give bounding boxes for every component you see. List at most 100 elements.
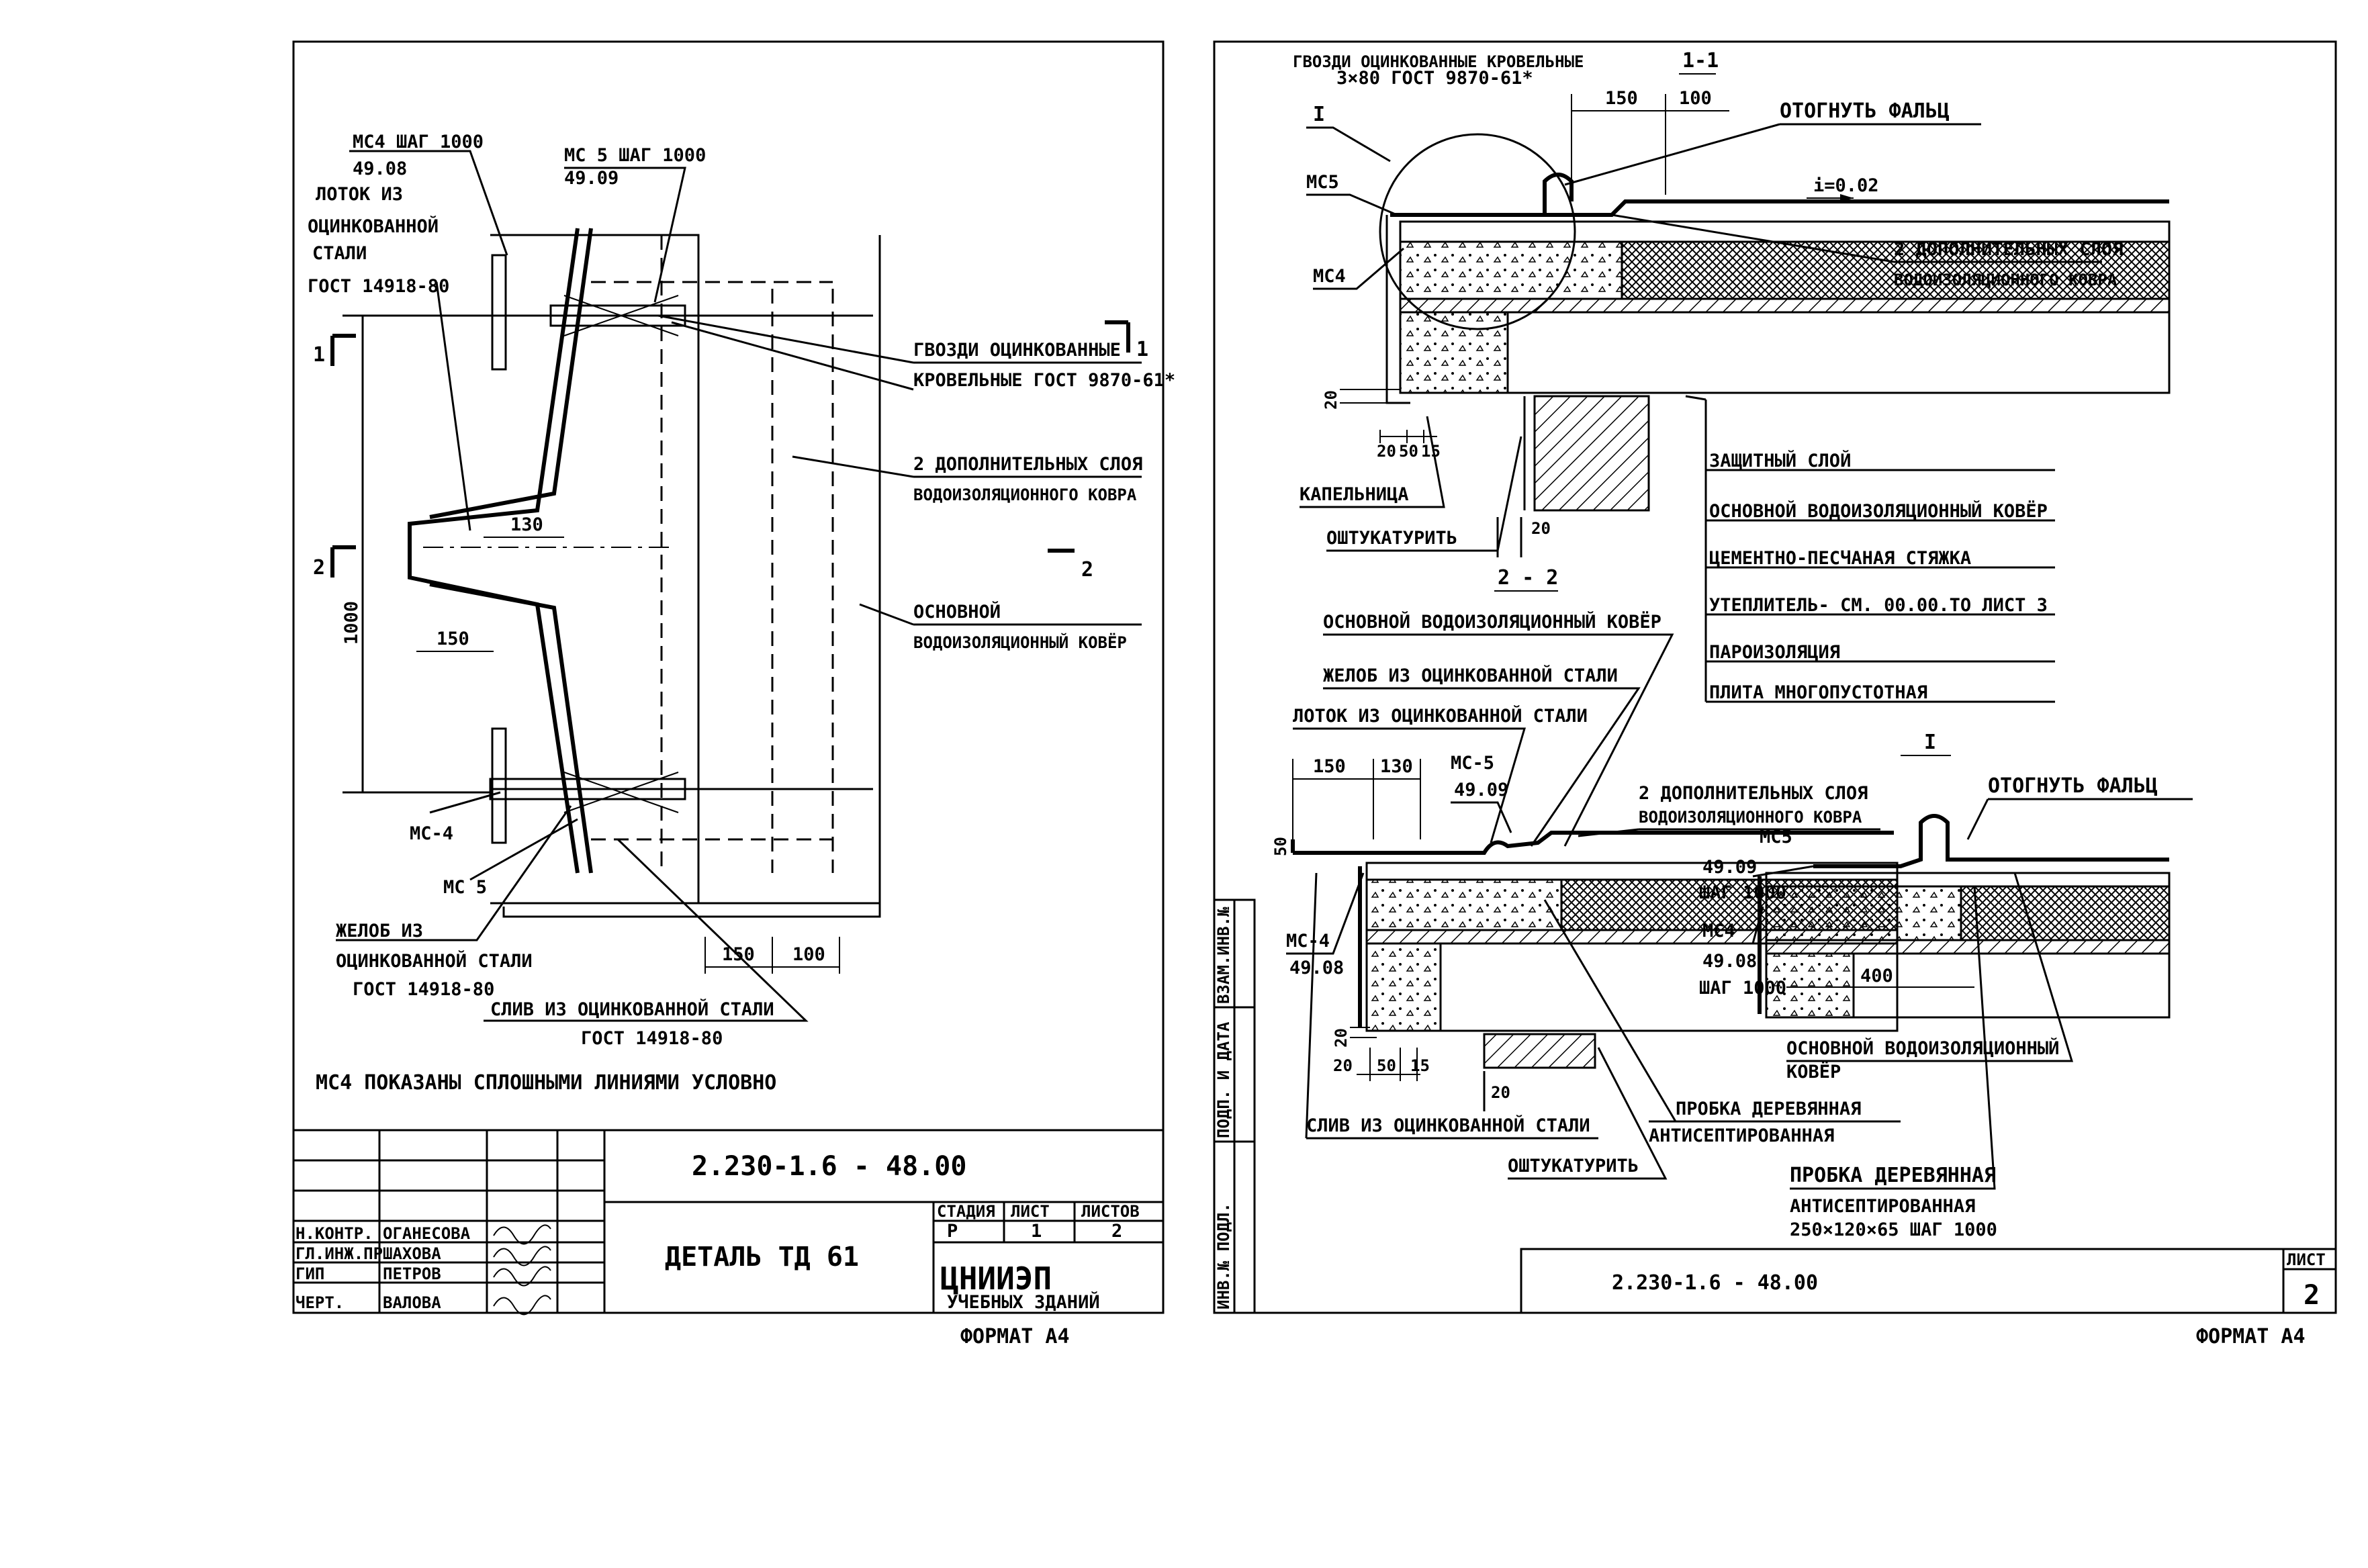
detail-I-plug-3: 250×120×65 ШАГ 1000 [1790,1219,1997,1240]
tray-label-2: ОЦИНКОВАННОЙ [308,216,439,237]
section-markers-1: 1 1 2 2 [313,320,1148,582]
dim-150: 150 [437,629,469,649]
tb1-code: 2.230-1.6 - 48.00 [692,1151,966,1182]
sheet-2: ИНВ.№ ПОДЛ. ПОДП. И ДАТА ВЗАМ.ИНВ.№ ГВОЗ… [1213,40,2337,1348]
callout-I-label: I [1313,103,1325,126]
detail-I-title: I [1924,731,1936,754]
tb1-name-4: ВАЛОВА [383,1293,441,1312]
s2-plug-label-2: АНТИСЕПТИРОВАННАЯ [1649,1125,1834,1146]
layer-4: УТЕПЛИТЕЛЬ- СМ. 00.00.ТО ЛИСТ 3 [1709,595,2048,616]
detail-I-main-2: КОВЁР [1786,1061,1841,1082]
plan-dimensions: 130 150 1000 150 100 [341,514,840,974]
ms5-step-label: МС 5 ШАГ 1000 [564,145,706,166]
section-2-right: 2 [1081,558,1093,582]
s2-dim-15: 15 [1410,1056,1430,1075]
ms4-step-label: МС4 ШАГ 1000 [353,132,484,152]
dim-1000: 1000 [341,601,362,645]
dim-1-1-150: 150 [1605,88,1638,109]
section-1-1: ГВОЗДИ ОЦИНКОВАННЫЕ КРОВЕЛЬНЫЕ 3×80 ГОСТ… [1293,49,2171,557]
detail-I-plug-2: АНТИСЕПТИРОВАННАЯ [1790,1196,1975,1217]
side-stamp-2: ПОДП. И ДАТА [1214,1021,1233,1138]
s2-plug-label-1: ПРОБКА ДЕРЕВЯННАЯ [1676,1099,1861,1119]
detail-I-fold: ОТОГНУТЬ ФАЛЬЦ [1988,774,2158,798]
tb1-name-2: ШАХОВА [383,1244,441,1263]
nails-1-1-label-1: ГВОЗДИ ОЦИНКОВАННЫЕ КРОВЕЛЬНЫЕ [1293,52,1584,71]
nails-label-2: КРОВЕЛЬНЫЕ ГОСТ 9870-61* [913,370,1175,391]
tb1-sheet-h: ЛИСТ [1011,1202,1050,1221]
extra-1-1-label-2: ВОДОИЗОЛЯЦИОННОГО КОВРА [1894,271,2117,289]
dim-1-1-15: 15 [1421,442,1441,461]
s2-dim-20: 20 [1332,1028,1351,1048]
dim-100b: 100 [792,944,825,965]
layer-list: ЗАЩИТНЫЙ СЛОЙ ОСНОВНОЙ ВОДОИЗОЛЯЦИОННЫЙ … [1685,395,2055,703]
leaders-1 [336,150,1142,1022]
section-1-right: 1 [1136,338,1148,361]
tb1-org: ЦНИИЭП [940,1260,1052,1297]
gutter-label-2: ОЦИНКОВАННОЙ СТАЛИ [336,950,533,972]
tb1-signatures [493,1224,551,1316]
labels-sheet-1: МС4 ШАГ 1000 49.08 ЛОТОК ИЗ ОЦИНКОВАННОЙ… [308,132,1175,1095]
s2-dim-20c: 20 [1491,1083,1510,1102]
extra-layers-label-1: 2 ДОПОЛНИТЕЛЬНЫХ СЛОЯ [913,454,1142,475]
layer-5: ПАРОИЗОЛЯЦИЯ [1709,642,1840,663]
tb1-stage: Р [947,1221,958,1242]
tb1-role-1: Н.КОНТР. [295,1224,373,1243]
layer-2: ОСНОВНОЙ ВОДОИЗОЛЯЦИОННЫЙ КОВЁР [1709,500,2048,522]
s2-plaster-label: ОШТУКАТУРИТЬ [1508,1156,1639,1177]
main-carpet-label-1: ОСНОВНОЙ [913,601,1001,622]
gutter-gost-label: ГОСТ 14918-80 [353,979,494,1000]
tray-label-3: СТАЛИ [312,243,367,264]
layer-6: ПЛИТА МНОГОПУСТОТНАЯ [1709,682,1927,703]
drip-label: КАПЕЛЬНИЦА [1300,484,1409,505]
tb2-code: 2.230-1.6 - 48.00 [1612,1271,1818,1295]
s2-main-label: ОСНОВНОЙ ВОДОИЗОЛЯЦИОННЫЙ КОВЁР [1323,611,1661,633]
s2-gutter-label: ЖЕЛОБ ИЗ ОЦИНКОВАННОЙ СТАЛИ [1323,665,1618,686]
layer-3: ЦЕМЕНТНО-ПЕСЧАНАЯ СТЯЖКА [1709,548,1971,569]
nails-label-1: ГВОЗДИ ОЦИНКОВАННЫЕ [913,340,1121,361]
sheet-1-format: ФОРМАТ А4 [960,1325,1070,1348]
tray-gost-label: ГОСТ 14918-80 [308,276,449,297]
detail-I-ms4-code: 49.08 [1702,951,1757,972]
detail-I-ms4-step: ШАГ 1000 [1699,978,1786,999]
s2-dim-130: 130 [1380,756,1413,777]
drain-gost-label: ГОСТ 14918-80 [581,1028,723,1049]
ms5-1-1-label: МС5 [1306,172,1339,193]
section-2-left: 2 [313,556,325,580]
s2-ms5-label: МС-5 [1451,753,1494,774]
gutter-label-1: ЖЕЛОБ ИЗ [336,921,423,941]
tb1-sheets-h: ЛИСТОВ [1081,1202,1140,1221]
ms4-code-label: 49.08 [353,158,407,179]
tb1-name-3: ПЕТРОВ [383,1264,441,1283]
dim-1-1-20c: 20 [1531,519,1551,538]
tb1-role-3: ГИП [295,1264,324,1283]
sheet-2-format: ФОРМАТ А4 [2196,1325,2306,1348]
tb1-role-2: ГЛ.ИНЖ.ПР [295,1244,383,1263]
tb1-role-4: ЧЕРТ. [295,1293,344,1312]
title-block-1: 2.230-1.6 - 48.00 ДЕТАЛЬ ТД 61 СТАДИЯ ЛИ… [292,1129,1165,1316]
detail-I-ms5: МС5 [1760,827,1792,847]
section-1-1-title: 1-1 [1682,49,1719,73]
s2-dim-50: 50 [1271,837,1290,856]
s2-ms5-code: 49.09 [1454,780,1508,800]
tb2-sheet: 2 [2304,1280,2320,1311]
s2-dim-20b: 20 [1333,1056,1353,1075]
detail-I-400: 400 [1860,966,1893,986]
s2-drain-label: СЛИВ ИЗ ОЦИНКОВАННОЙ СТАЛИ [1306,1115,1590,1136]
slope-label: i=0.02 [1813,175,1879,196]
detail-I-plug-1: ПРОБКА ДЕРЕВЯННАЯ [1790,1164,1996,1187]
plaster-1-1-label: ОШТУКАТУРИТЬ [1326,528,1457,549]
extra-layers-label-2: ВОДОИЗОЛЯЦИОННОГО КОВРА [913,486,1137,504]
nails-1-1-label-2: 3×80 ГОСТ 9870-61* [1336,68,1533,89]
title-block-2: 2.230-1.6 - 48.00 ЛИСТ 2 [1520,1248,2336,1313]
tb1-org-sub: УЧЕБНЫХ ЗДАНИЙ [947,1291,1100,1313]
tb1-stage-h: СТАДИЯ [937,1202,995,1221]
drain-label: СЛИВ ИЗ ОЦИНКОВАННОЙ СТАЛИ [490,999,774,1020]
ms4-1-1-label: МС4 [1313,266,1346,287]
sheet-1: 1 1 2 2 130 150 1000 150 100 [292,40,1175,1348]
note-label: МС4 ПОКАЗАНЫ СПЛОШНЫМИ ЛИНИЯМИ УСЛОВНО [316,1071,776,1095]
s2-ms4-label: МС-4 [1286,931,1330,952]
ms5-short-label: МС 5 [443,877,487,898]
extra-1-1-label-1: 2 ДОПОЛНИТЕЛЬНЫХ СЛОЯ [1894,239,2123,260]
section-1-left: 1 [313,343,325,367]
